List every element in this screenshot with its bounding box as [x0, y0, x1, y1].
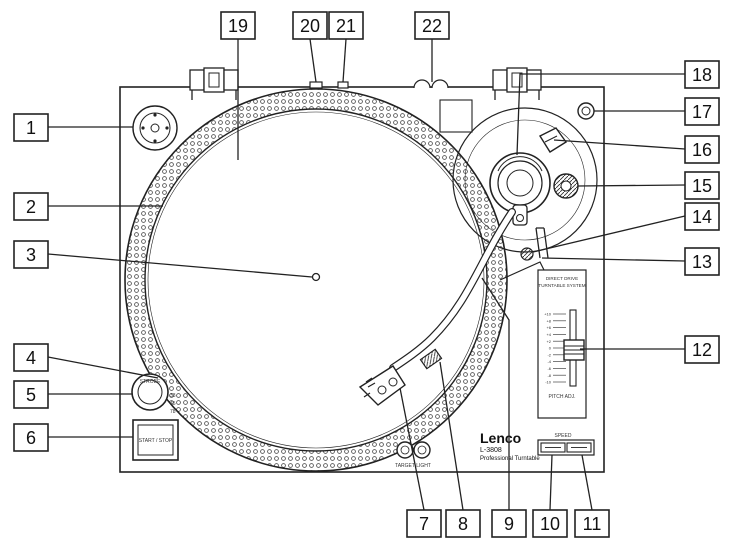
cue-lever[interactable]	[535, 227, 549, 259]
callout-21: 21	[328, 11, 364, 40]
callout-number: 10	[540, 514, 560, 534]
target-light[interactable]: TARGET LIGHT	[395, 441, 431, 469]
callout-number: 4	[26, 348, 36, 368]
callout-12: 12	[684, 335, 720, 364]
adapter-45-holder[interactable]	[132, 105, 178, 151]
callout-3: 3	[13, 240, 49, 269]
height-adjust-ring[interactable]	[520, 247, 534, 261]
callout-number: 14	[692, 207, 712, 227]
callout-number: 11	[583, 514, 602, 534]
callout-17: 17	[684, 97, 720, 126]
pitch-tick-label: +4	[546, 332, 551, 337]
callout-19: 19	[220, 11, 256, 40]
pitch-tick-label: +8	[546, 318, 551, 323]
speed-45-button[interactable]	[566, 442, 592, 453]
system-label-2: TURNTABLE SYSTEM	[538, 283, 585, 288]
system-label-1: DIRECT DRIVE	[546, 276, 578, 281]
callout-4: 4	[13, 343, 49, 372]
callout-number: 5	[26, 385, 36, 405]
rear-connector-20	[309, 81, 323, 89]
strobe-light[interactable]: STROBE	[131, 373, 169, 411]
callout-7: 7	[406, 509, 442, 538]
callout-number: 12	[692, 340, 712, 360]
pitch-tick-label: -2	[547, 352, 551, 357]
pitch-tick-label: +10	[544, 312, 552, 317]
strobe-marks: 33 45 78	[170, 393, 176, 415]
pitch-tick-label: -8	[547, 373, 551, 378]
headshell-locking-nut[interactable]	[419, 348, 443, 370]
counterweight[interactable]	[489, 152, 551, 214]
rear-connector-21	[337, 81, 349, 89]
svg-text:33: 33	[170, 393, 176, 399]
speed-label: SPEED	[555, 433, 572, 439]
callout-5: 5	[13, 380, 49, 409]
brand-block: Lenco L-3808 Professional Turntable	[480, 430, 540, 462]
callout-number: 7	[419, 514, 429, 534]
svg-text:45: 45	[170, 401, 176, 407]
rear-hinge-right	[492, 67, 542, 100]
callout-13: 13	[684, 247, 720, 276]
anti-skating-knob[interactable]	[553, 173, 579, 199]
callout-6: 6	[13, 423, 49, 452]
callout-number: 2	[26, 197, 36, 217]
pitch-tick-label: -4	[547, 359, 551, 364]
spindle	[311, 272, 321, 282]
pitch-slider[interactable]	[563, 339, 585, 361]
arm-lift-lever[interactable]	[538, 127, 568, 153]
callout-18: 18	[684, 60, 720, 89]
callout-number: 21	[336, 16, 356, 36]
pitch-tick-label: +6	[546, 325, 551, 330]
callout-16: 16	[684, 135, 720, 164]
speed-33-button[interactable]	[540, 442, 566, 453]
dust-cover-holder	[577, 102, 595, 120]
svg-text:STROBE: STROBE	[140, 379, 161, 385]
callout-15: 15	[684, 171, 720, 200]
callout-number: 9	[504, 514, 514, 534]
svg-text:78: 78	[170, 409, 176, 415]
callout-22: 22	[414, 11, 450, 40]
callout-number: 16	[692, 140, 712, 160]
pitch-tick-label: -10	[545, 380, 552, 385]
callout-11: 11	[574, 509, 610, 538]
tonearm-tube[interactable]	[389, 208, 516, 372]
callout-8: 8	[445, 509, 481, 538]
callout-20: 20	[292, 11, 328, 40]
callout-10: 10	[532, 509, 568, 538]
callout-number: 1	[26, 118, 36, 138]
callout-number: 8	[458, 514, 468, 534]
pitch-tick-label: +2	[546, 339, 551, 344]
brand-tagline: Professional Turntable	[480, 456, 540, 462]
callout-number: 6	[26, 428, 36, 448]
rca-outputs	[413, 79, 449, 89]
pitch-adj-label: PITCH ADJ.	[549, 394, 576, 400]
pitch-tick-label: 0	[549, 346, 552, 351]
callout-number: 20	[300, 16, 320, 36]
headshell[interactable]	[358, 365, 406, 406]
start-stop-button[interactable]: START / STOP	[132, 419, 179, 461]
callout-number: 15	[692, 176, 712, 196]
callout-number: 17	[692, 102, 712, 122]
pivot-post	[512, 204, 528, 226]
brand-model: L-3808	[480, 447, 502, 454]
callout-9: 9	[491, 509, 527, 538]
callout-number: 3	[26, 245, 36, 265]
pitch-tick-label: -6	[547, 366, 551, 371]
callout-1: 1	[13, 113, 49, 142]
callout-2: 2	[13, 192, 49, 221]
callout-number: 18	[692, 65, 712, 85]
callout-number: 13	[692, 252, 712, 272]
target-light-label: TARGET LIGHT	[395, 463, 431, 469]
pitch-scale: +10+8 +6 +4 +2 0-2 -4 -6 -8 -10	[544, 312, 566, 385]
start-stop-label: START / STOP	[139, 438, 173, 444]
leader-lines	[47, 38, 686, 511]
rear-panel-plate	[439, 99, 473, 133]
callout-number: 22	[422, 16, 442, 36]
callout-14: 14	[684, 202, 720, 231]
callout-number: 19	[228, 16, 248, 36]
rear-hinge-left	[189, 67, 239, 100]
brand-name: Lenco	[480, 430, 521, 446]
